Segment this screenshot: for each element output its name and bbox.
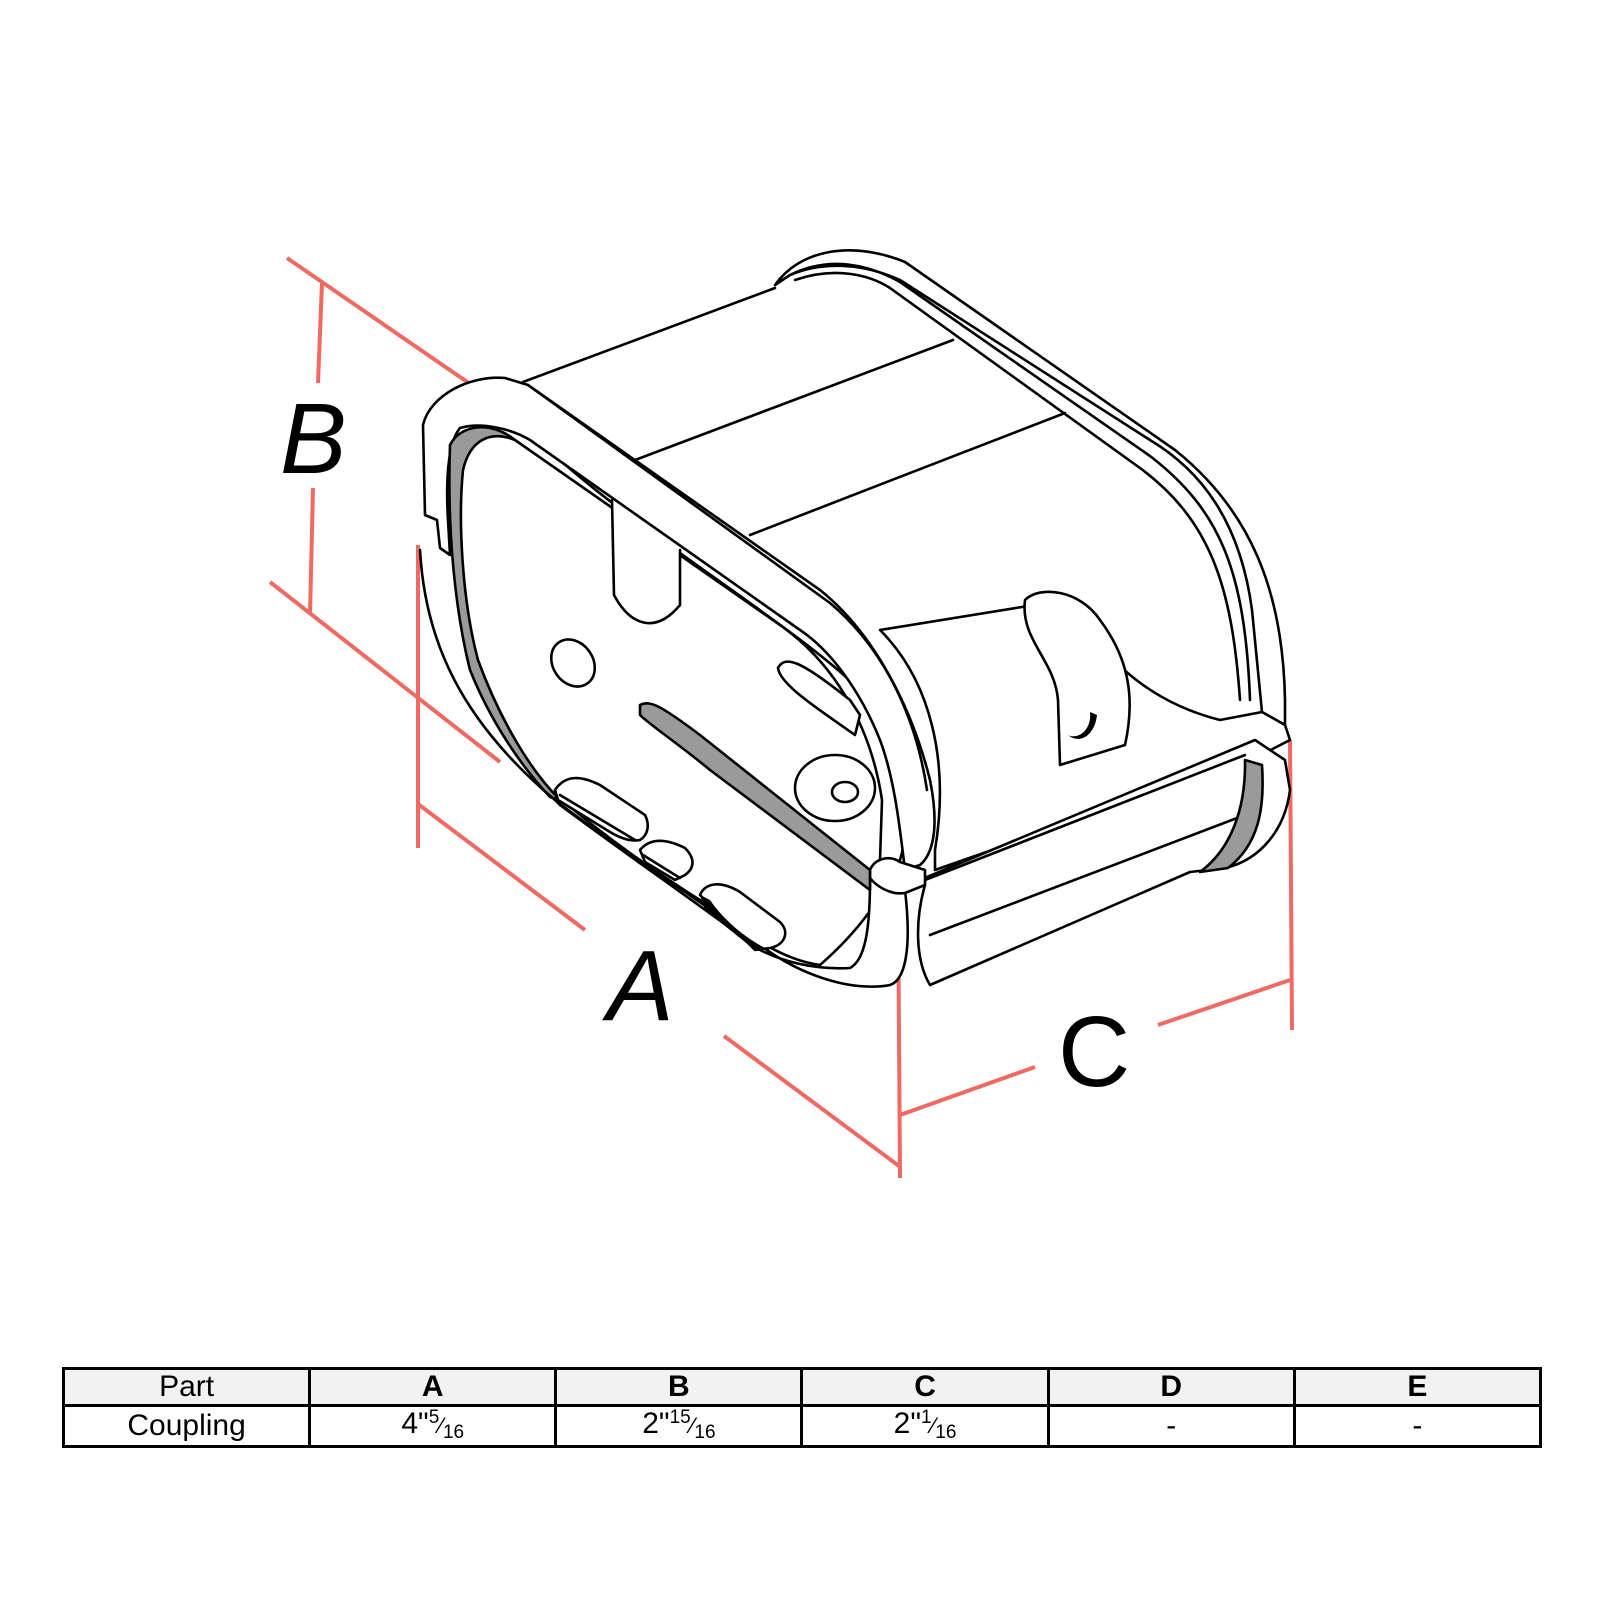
crescent-mark-icon: [1068, 712, 1097, 739]
dimension-a-line-right: [722, 1034, 901, 1168]
cell-c-denominator: 16: [935, 1422, 957, 1443]
cell-a: 4"5⁄16: [308, 1404, 558, 1448]
dimension-a-line-left: [416, 802, 587, 932]
table-row: Coupling 4"5⁄16 2"15⁄16 2"1⁄16 - -: [61, 1404, 1543, 1448]
cell-a-whole: 4": [401, 1407, 429, 1440]
cell-c-fraction: 1⁄16: [921, 1407, 956, 1443]
header-part: Part: [61, 1367, 312, 1407]
cell-a-denominator: 16: [442, 1422, 465, 1443]
fraction-slash: ⁄: [439, 1413, 443, 1438]
bottom-clip-2-line: [641, 853, 682, 880]
dimension-c-extension-right: [1288, 739, 1294, 1031]
top-seam-line: [633, 338, 955, 462]
cell-b-numerator: 15: [669, 1407, 691, 1428]
back-rim-inner-line: [788, 262, 1252, 702]
diagonal-slot: [776, 660, 862, 737]
mounting-boss-hole: [830, 780, 860, 804]
bottom-rail-line-1: [923, 753, 1247, 882]
table-header-row: Part A B C D E: [61, 1367, 1543, 1407]
cell-part: Coupling: [61, 1404, 312, 1448]
front-rim: [421, 376, 936, 872]
front-rim-outer-line: [526, 383, 929, 792]
rail-end-shading: [1198, 758, 1264, 874]
cell-c: 2"1⁄16: [800, 1404, 1050, 1448]
coupling-body: [418, 249, 1292, 988]
header-d: D: [1046, 1367, 1296, 1407]
corner-joint: [868, 856, 927, 895]
oval-hole: [549, 638, 597, 688]
cell-e: -: [1292, 1404, 1543, 1448]
top-edge-line: [521, 286, 777, 384]
center-tab: [610, 498, 682, 625]
bottom-clip-3-shadow: [700, 895, 765, 950]
header-a: A: [308, 1367, 558, 1407]
bottom-clip-2: [638, 839, 694, 882]
cell-b: 2"15⁄16: [554, 1404, 804, 1448]
dimension-label-b: B: [280, 383, 347, 495]
header-e: E: [1292, 1367, 1543, 1407]
dimension-c-line-left: [899, 1065, 1036, 1117]
bottom-clip-1-line: [558, 793, 637, 842]
bottom-clip-3: [698, 883, 787, 952]
side-slot: [1023, 590, 1131, 767]
cell-d: -: [1046, 1404, 1296, 1448]
cell-c-numerator: 1: [921, 1407, 932, 1428]
cell-b-fraction: 15⁄16: [670, 1407, 716, 1443]
inner-groove-shading: [638, 702, 872, 892]
cell-b-whole: 2": [642, 1407, 670, 1440]
header-c: C: [800, 1367, 1050, 1407]
back-rim-inner-line-2: [793, 271, 1242, 702]
top-seam-line-2: [748, 411, 1067, 537]
dimension-label-a: A: [602, 930, 674, 1042]
cell-a-numerator: 5: [428, 1407, 440, 1428]
bottom-clip-1: [553, 776, 650, 842]
dimension-spec-table: Part A B C D E Coupling 4"5⁄16 2"15⁄16 2…: [61, 1367, 1543, 1448]
front-left-outer-curve: [418, 548, 557, 802]
cell-b-denominator: 16: [694, 1422, 716, 1443]
header-b: B: [554, 1367, 804, 1407]
cell-c-whole: 2": [893, 1407, 922, 1440]
fraction-slash: ⁄: [931, 1413, 936, 1438]
dimension-c-line-right: [1157, 978, 1291, 1027]
cell-a-fraction: 5⁄16: [429, 1407, 464, 1443]
dimension-label-c: C: [1058, 996, 1130, 1108]
left-gasket-shading: [448, 426, 562, 802]
bottom-rail-line-2: [928, 813, 1247, 937]
coupling-isometric-drawing: B A C: [268, 249, 1294, 1179]
dimension-b-line-bottom: [308, 487, 315, 615]
dimension-b-line-top: [316, 282, 324, 384]
fraction-slash: ⁄: [690, 1413, 695, 1438]
